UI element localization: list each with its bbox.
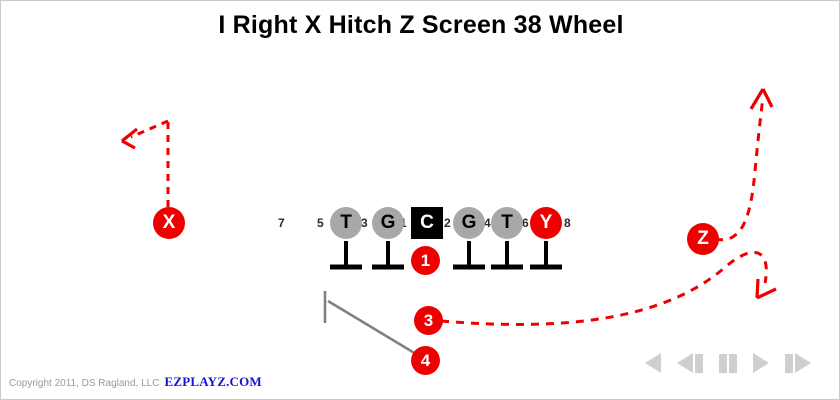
player-fullback-3[interactable]: 3	[414, 306, 443, 335]
gap-number: 8	[564, 216, 571, 230]
gap-number: 4	[484, 216, 491, 230]
step-back-bar-icon	[695, 353, 703, 373]
player-left-guard[interactable]: G	[372, 207, 404, 239]
rewind-button[interactable]	[645, 353, 661, 373]
play-button[interactable]	[753, 353, 769, 373]
player-quarterback-1[interactable]: 1	[411, 246, 440, 275]
copyright-text: Copyright 2011, DS Ragland, LLC	[9, 378, 160, 389]
step-forward-button[interactable]	[785, 353, 811, 373]
rewind-icon	[645, 353, 661, 373]
page-title: I Right X Hitch Z Screen 38 Wheel	[218, 11, 624, 39]
play-icon	[753, 353, 769, 373]
playback-controls	[645, 353, 811, 373]
copyright-notice: Copyright 2011, DS Ragland, LLC EZPLAYZ.C…	[9, 374, 262, 390]
player-receiver-x[interactable]: X	[153, 207, 185, 239]
pause-icon-second	[729, 353, 737, 373]
player-right-tackle[interactable]: T	[491, 207, 523, 239]
gap-number: 2	[444, 216, 451, 230]
step-forward-icon	[795, 353, 811, 373]
player-left-tackle[interactable]: T	[330, 207, 362, 239]
player-tailback-4[interactable]: 4	[411, 346, 440, 375]
pause-button[interactable]	[719, 353, 737, 373]
gap-number: 3	[361, 216, 368, 230]
x-hitch-route	[121, 119, 170, 207]
step-back-button[interactable]	[677, 353, 703, 373]
z-wheel-route	[714, 88, 774, 242]
motion-path-4	[323, 291, 422, 359]
block-marks	[330, 241, 562, 270]
site-link[interactable]: EZPLAYZ.COM	[164, 374, 262, 389]
gap-number: 5	[317, 216, 324, 230]
step-back-icon	[677, 353, 693, 373]
pause-icon	[719, 353, 727, 373]
player-right-guard[interactable]: G	[453, 207, 485, 239]
player-center[interactable]: C	[411, 207, 443, 239]
player-receiver-z[interactable]: Z	[687, 223, 719, 255]
step-forward-bar-icon	[785, 353, 793, 373]
player-tight-end-y[interactable]: Y	[530, 207, 562, 239]
gap-number: 6	[522, 216, 529, 230]
screen-route-3	[440, 250, 777, 326]
gap-number: 7	[278, 216, 285, 230]
